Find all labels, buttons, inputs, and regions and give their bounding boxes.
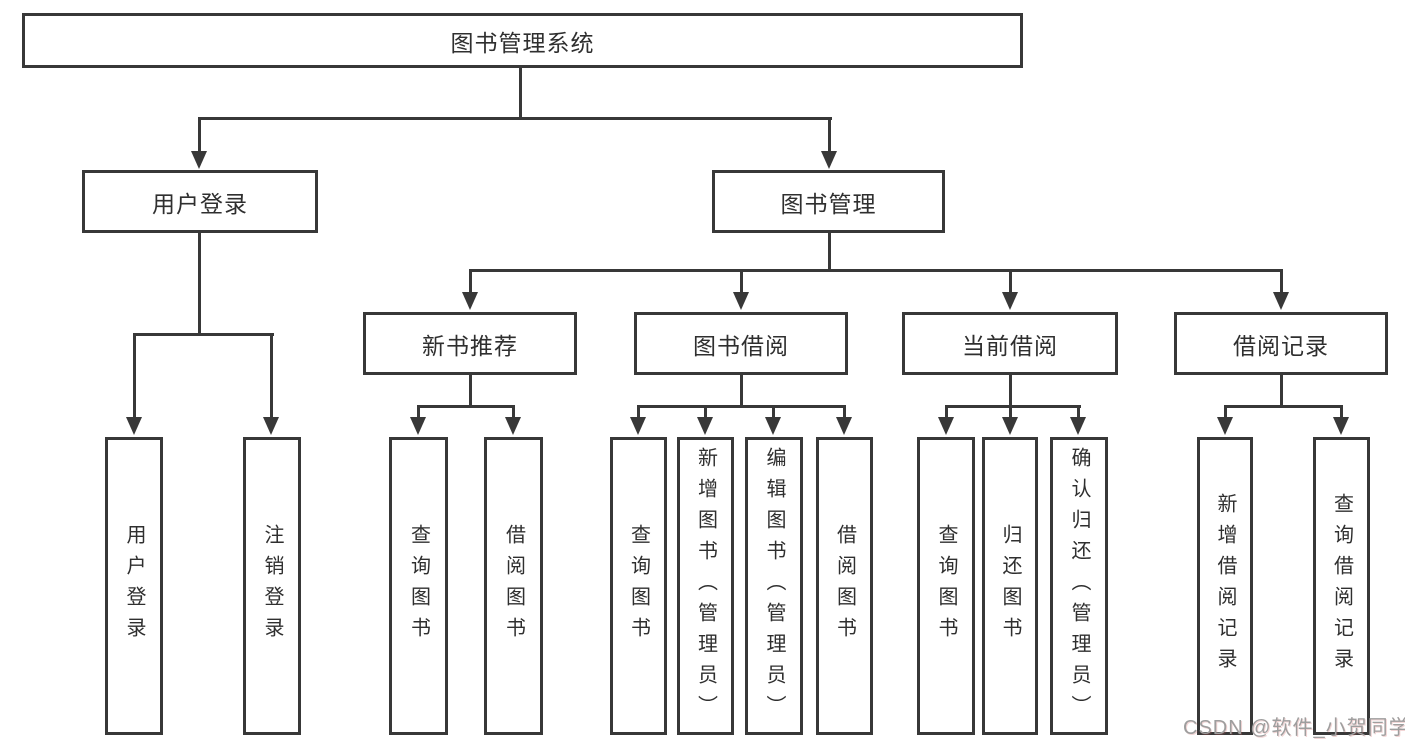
leaf-br-add-record: 新增借阅记录 [1197,437,1253,735]
connector-stem-cb-return [1009,405,1012,419]
node-label: 图书借阅 [693,332,789,359]
arrowhead-cb-query [938,417,954,435]
node-label: 借阅记录 [1233,332,1329,359]
csdn-watermark: CSDN @软件_小贺同学 [1183,717,1405,739]
connector-stem-nb-borrow [512,405,515,419]
leaf-nb-query-books: 查询图书 [389,437,448,735]
arrowhead-current-borrow [1002,292,1018,310]
leaf-label: 查询图书 [407,524,430,648]
arrowhead-bb-query [630,417,646,435]
arrowhead-bb-add [697,417,713,435]
connector-stem-bb-edit [772,405,775,419]
arrowhead-bb-edit [765,417,781,435]
connector-new-books-vertical [469,375,472,407]
connector-stem-cb-confirm [1077,405,1080,419]
connector-borrow-records-vertical [1280,375,1283,407]
node-label: 图书管理系统 [450,29,595,56]
node-book-borrowing: 图书借阅 [634,312,848,375]
node-label: 当前借阅 [962,332,1058,359]
arrowhead-nb-query [410,417,426,435]
connector-stem-ul-logout [270,333,273,419]
leaf-logout: 注销登录 [243,437,301,735]
connector-stem-borrow-records [1280,269,1283,294]
connector-user-login-horizontal [133,333,274,336]
connector-stem-bb-borrow [843,405,846,419]
arrowhead-ul-logout [263,417,279,435]
arrowhead-user-login [191,151,207,169]
connector-stem-bb-add [704,405,707,419]
connector-stem-ul-login [133,333,136,419]
connector-borrow-records-horizontal [1224,405,1343,408]
leaf-label: 借阅图书 [833,524,856,648]
leaf-label: 注销登录 [261,524,283,648]
node-user-login: 用户登录 [82,170,318,233]
connector-stem-br-add [1224,405,1227,419]
connector-current-borrow-horizontal [945,405,1081,408]
arrowhead-cb-return [1002,417,1018,435]
connector-stem-user-login [198,117,201,154]
node-new-book-recommend: 新书推荐 [363,312,577,375]
leaf-bb-borrow-books: 借阅图书 [816,437,873,735]
leaf-bb-edit-books-admin: 编辑图书（管理员） [745,437,803,735]
leaf-bb-add-books-admin: 新增图书（管理员） [677,437,734,735]
connector-current-borrow-vertical [1009,375,1012,407]
leaf-cb-return-books: 归还图书 [982,437,1038,735]
leaf-label: 新增图书（管理员） [694,446,717,726]
connector-book-borrow-vertical [740,375,743,407]
connector-stem-bb-query [637,405,640,419]
connector-book-mgmt-horizontal [469,269,1282,272]
leaf-label: 归还图书 [999,524,1021,648]
arrowhead-cb-confirm [1070,417,1086,435]
connector-root-horizontal [198,117,832,120]
node-label: 新书推荐 [422,332,518,359]
arrowhead-bb-borrow [836,417,852,435]
node-label: 图书管理 [780,190,877,217]
connector-book-mgmt-vertical [828,233,831,272]
leaf-label: 查询借阅记录 [1330,493,1353,679]
arrowhead-book-borrow [733,292,749,310]
connector-stem-nb-query [417,405,420,419]
leaf-label: 用户登录 [123,524,145,648]
connector-stem-book-mgmt [828,117,831,154]
arrowhead-br-add [1217,417,1233,435]
node-library-management-system: 图书管理系统 [22,13,1023,68]
node-current-borrowing: 当前借阅 [902,312,1118,375]
connector-root-vertical [519,68,522,119]
node-label: 用户登录 [152,190,248,217]
arrowhead-br-query [1333,417,1349,435]
leaf-cb-confirm-return-admin: 确认归还（管理员） [1050,437,1108,735]
leaf-label: 借阅图书 [502,524,525,648]
arrowhead-book-mgmt [821,151,837,169]
leaf-cb-query-books: 查询图书 [917,437,975,735]
arrowhead-ul-login [126,417,142,435]
connector-user-login-vertical [198,233,201,335]
connector-book-borrow-horizontal [637,405,846,408]
connector-stem-new-books [469,269,472,294]
leaf-nb-borrow-books: 借阅图书 [484,437,543,735]
connector-stem-book-borrow [740,269,743,294]
leaf-user-login: 用户登录 [105,437,163,735]
leaf-label: 查询图书 [627,524,650,648]
leaf-label: 编辑图书（管理员） [763,446,785,726]
arrowhead-borrow-records [1273,292,1289,310]
arrowhead-new-books [462,292,478,310]
node-borrowing-records: 借阅记录 [1174,312,1388,375]
leaf-br-query-record: 查询借阅记录 [1313,437,1370,735]
arrowhead-nb-borrow [505,417,521,435]
connector-stem-cb-query [945,405,948,419]
connector-stem-br-query [1340,405,1343,419]
leaf-label: 查询图书 [935,524,957,648]
connector-new-books-horizontal [417,405,515,408]
leaf-bb-query-books: 查询图书 [610,437,667,735]
leaf-label: 确认归还（管理员） [1068,446,1090,726]
connector-stem-current-borrow [1009,269,1012,294]
node-book-management: 图书管理 [712,170,945,233]
leaf-label: 新增借阅记录 [1214,493,1236,679]
